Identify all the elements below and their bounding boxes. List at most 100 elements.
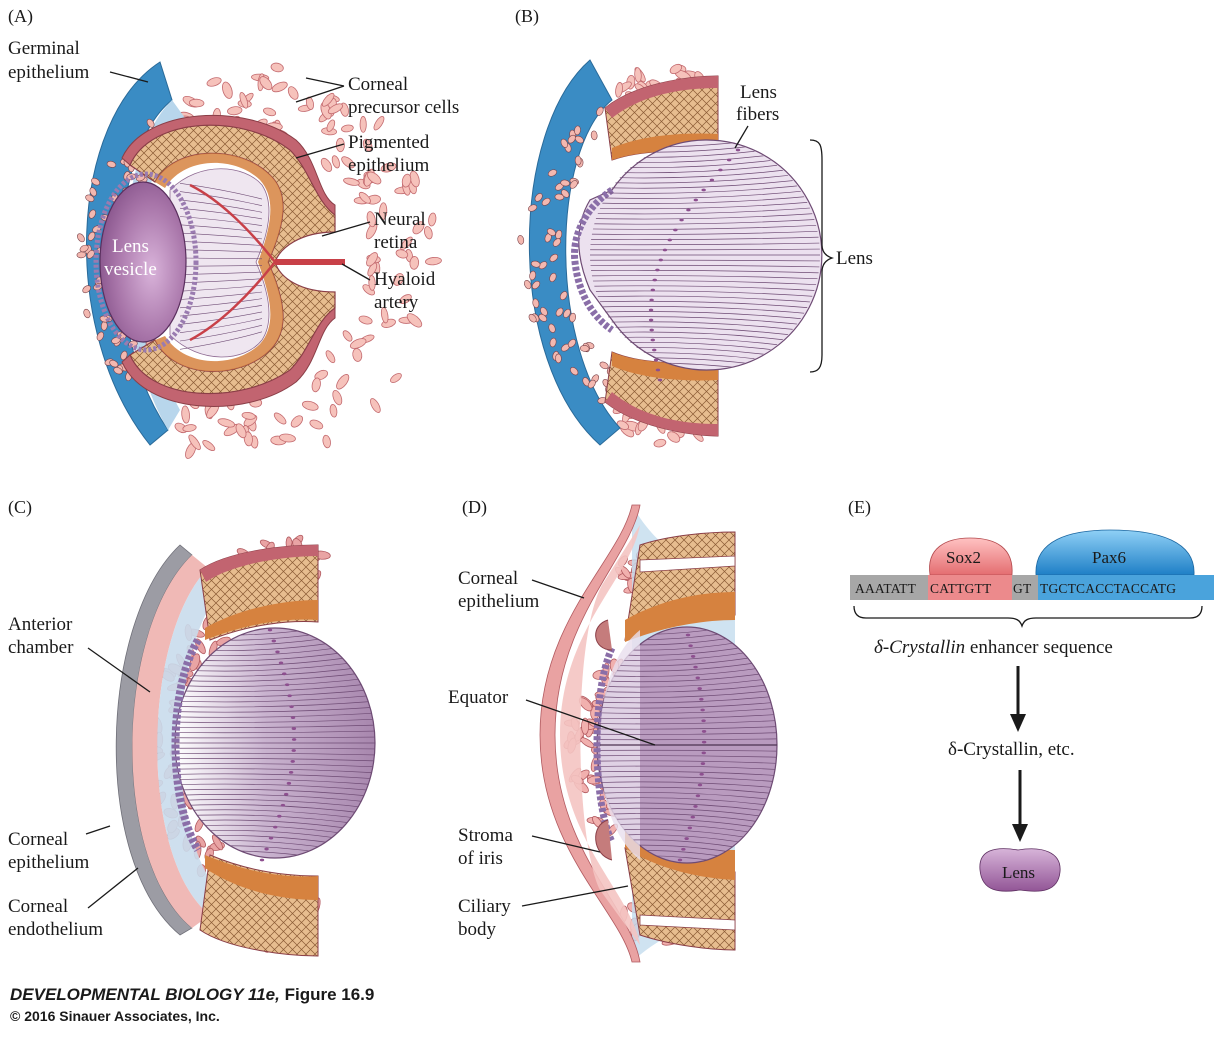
lens-fiber bbox=[597, 813, 777, 825]
retina-orange-bottom-c bbox=[205, 855, 318, 900]
lens-fiber bbox=[590, 212, 820, 220]
svg-text:Corneal: Corneal bbox=[8, 829, 68, 850]
lens-fiber bbox=[179, 331, 263, 350]
mesenchyme-cell bbox=[222, 81, 233, 99]
arrow-2-head bbox=[1012, 824, 1028, 842]
svg-text:Equator: Equator bbox=[448, 687, 509, 708]
lens-blob-e bbox=[979, 848, 1061, 892]
lens-fiber bbox=[175, 665, 375, 677]
mesenchyme-cell bbox=[259, 76, 273, 91]
fiber-nucleus bbox=[259, 858, 265, 862]
caption-figure: Figure 16.9 bbox=[284, 985, 375, 1004]
fiber-nucleus bbox=[289, 705, 294, 709]
epithelium-cell bbox=[113, 367, 123, 375]
lens-fiber bbox=[175, 712, 375, 718]
lens-fiber bbox=[597, 683, 777, 693]
lens-fiber bbox=[179, 304, 263, 317]
fiber-nucleus bbox=[701, 188, 706, 192]
pigmented-epithelium-bottom-a bbox=[121, 307, 336, 407]
arrow-1-head bbox=[1010, 714, 1026, 732]
lens-fiber bbox=[175, 677, 375, 687]
leader-anterior bbox=[87, 647, 151, 693]
hyaloid-branches-a bbox=[189, 183, 276, 342]
mesenchyme-cell bbox=[287, 86, 299, 100]
mesenchyme-cell bbox=[181, 405, 190, 424]
svg-text:Hyaloid: Hyaloid bbox=[374, 269, 436, 290]
fiber-nucleus bbox=[655, 268, 660, 272]
lens-fiber bbox=[597, 714, 777, 719]
panel-a: (A) Germinal epithelium Corneal precurso… bbox=[8, 6, 459, 459]
mesenchyme-cell bbox=[653, 438, 667, 448]
lens-fiber bbox=[175, 689, 375, 698]
fiber-nucleus bbox=[697, 687, 702, 690]
enhancer-label: δ-Crystallin enhancer sequence bbox=[874, 637, 1113, 658]
lens-fiber bbox=[597, 671, 777, 683]
mesenchyme-cell bbox=[273, 412, 287, 425]
lens-fiber bbox=[590, 295, 820, 304]
mesenchyme-cell bbox=[400, 236, 413, 251]
label-corneal-epi-c-1: Corneal bbox=[8, 829, 68, 850]
label-equator: Equator bbox=[448, 687, 509, 708]
lens-fiber bbox=[597, 707, 777, 714]
mesenchyme-cell bbox=[401, 173, 412, 188]
label-pigmented-2: epithelium bbox=[348, 155, 429, 176]
lens-fiber bbox=[590, 270, 820, 274]
fiber-nucleus bbox=[649, 298, 654, 302]
mesenchyme-cell bbox=[188, 98, 205, 108]
epithelium-cell bbox=[531, 280, 541, 290]
lens-fiber bbox=[597, 765, 777, 770]
epithelium-cell bbox=[552, 238, 561, 247]
svg-text:Neural: Neural bbox=[374, 209, 426, 230]
corneal-stroma-d bbox=[560, 525, 640, 945]
leader-lens-fibers bbox=[734, 125, 749, 149]
lens-brace bbox=[809, 139, 835, 373]
epithelium-cell bbox=[532, 298, 540, 308]
mesenchyme-cell bbox=[263, 107, 277, 117]
epithelium-cell bbox=[561, 189, 570, 198]
lens-fiber bbox=[590, 321, 820, 333]
mesenchyme-cell bbox=[366, 171, 382, 185]
label-neural-1: Neural bbox=[374, 209, 426, 230]
fiber-nucleus bbox=[709, 178, 715, 182]
mesenchyme-cell bbox=[305, 96, 314, 110]
lens-fiber bbox=[590, 201, 820, 210]
mesenchyme-cell bbox=[380, 162, 397, 173]
mesenchyme-cell bbox=[358, 191, 371, 204]
sox2-protein bbox=[929, 537, 1013, 576]
epithelium-cell bbox=[96, 331, 104, 341]
epithelium-cell bbox=[527, 204, 538, 212]
leader-pigmented bbox=[295, 143, 345, 159]
mesenchyme-cell bbox=[217, 418, 236, 428]
lens-fiber bbox=[597, 797, 777, 807]
lens-fiber bbox=[597, 720, 777, 725]
epithelium-cell bbox=[554, 193, 565, 201]
lens-fiber bbox=[590, 259, 820, 262]
fiber-nucleus bbox=[700, 762, 706, 765]
lens-fiber bbox=[175, 730, 375, 734]
leader-equator bbox=[525, 699, 656, 746]
fiber-nucleus bbox=[693, 805, 698, 808]
epithelium-cell bbox=[79, 244, 89, 253]
lens-fiber bbox=[597, 726, 777, 730]
lens-fiber bbox=[175, 783, 375, 792]
leader-germinal bbox=[109, 71, 149, 83]
mesenchyme-cell bbox=[373, 116, 385, 131]
label-anterior-1: Anterior bbox=[8, 614, 73, 635]
fiber-nucleus bbox=[695, 676, 700, 680]
mesenchyme-cell bbox=[343, 177, 360, 186]
fiber-nucleus bbox=[688, 644, 693, 648]
lens-fiber bbox=[590, 311, 820, 321]
panel-a-letter: (A) bbox=[8, 6, 33, 27]
lens-fiber bbox=[179, 183, 263, 200]
lens-fiber bbox=[590, 177, 820, 189]
mesenchyme-cell bbox=[370, 398, 381, 413]
lens-fiber bbox=[590, 306, 820, 315]
lens-fiber bbox=[590, 290, 820, 298]
lens-fiber bbox=[590, 264, 820, 268]
leader-hyaloid bbox=[341, 263, 371, 281]
epithelium-cell bbox=[517, 235, 525, 245]
lens-fiber bbox=[179, 191, 263, 206]
mesenchyme-cell bbox=[182, 424, 197, 432]
panel-b: (B) Lens fibers Lens bbox=[515, 6, 873, 448]
fiber-nucleus bbox=[701, 751, 706, 755]
